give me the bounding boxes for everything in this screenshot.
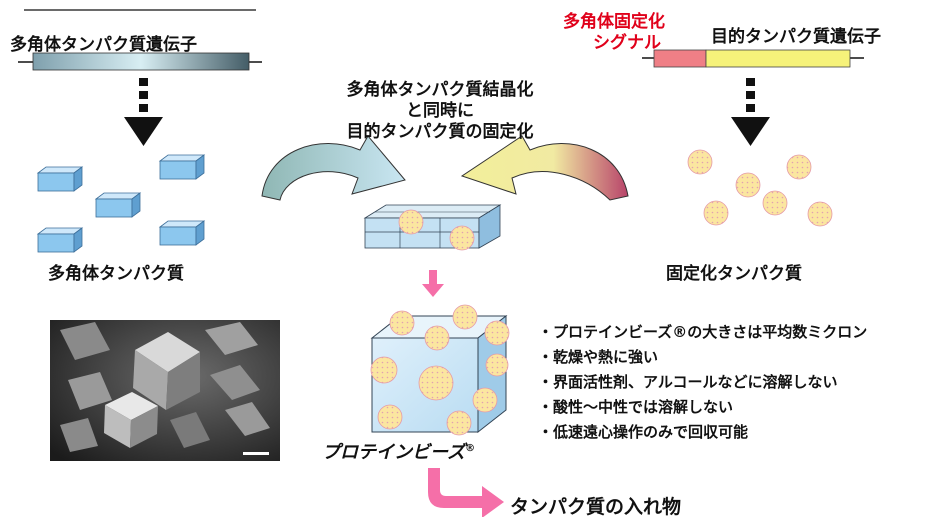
signal-label-line1: 多角体固定化 [563,12,665,32]
immobilized-protein-label: 固定化タンパク質 [666,264,802,284]
feature-item: ・酸性～中性では溶解しない [538,398,734,416]
feature-list: ・プロテインビーズ®の大きさは平均数ミクロン ・乾燥や熱に強い ・界面活性剤、ア… [538,320,867,445]
immobilized-proteins [687,149,833,227]
protein-container-label: タンパク質の入れ物 [510,496,682,518]
signal-label-line2: シグナル [593,33,661,53]
signal-segment [653,49,707,68]
composite-crystal [363,204,502,251]
left-gene-label: 多角体タンパク質遺伝子 [10,35,197,55]
process-line-3: 目的タンパク質の固定化 [346,122,534,142]
feature-item: ・界面活性剤、アルコールなどに溶解しない [538,373,838,391]
feature-item: ・プロテインビーズ®の大きさは平均数ミクロン [538,323,868,341]
right-curved-arrow [460,135,629,201]
feature-item: ・乾燥や熱に強い [538,348,659,366]
protein-beads-title: プロテインビーズ® [322,438,475,464]
pink-down-arrow [422,270,444,297]
right-down-arrow [731,78,770,146]
protein-bead-cube [370,304,510,436]
left-curved-arrow [261,135,406,201]
left-down-arrow [124,78,163,146]
protein-beads-label: プロテインビーズ [322,442,466,463]
registered-mark: ® [465,443,476,454]
target-gene-segment [705,49,851,68]
process-line-2: と同時に [406,101,474,121]
sem-micrograph [50,320,280,461]
process-line-1: 多角体タンパク質結晶化 [346,80,534,100]
left-gene-bar [32,52,250,71]
target-gene-label: 目的タンパク質遺伝子 [711,27,881,47]
feature-item: ・低速遠心操作のみで回収可能 [538,423,749,441]
output-arrow [428,468,504,517]
polyhedra-protein-label: 多角体タンパク質 [48,264,184,284]
polyhedra-crystals [36,154,206,253]
